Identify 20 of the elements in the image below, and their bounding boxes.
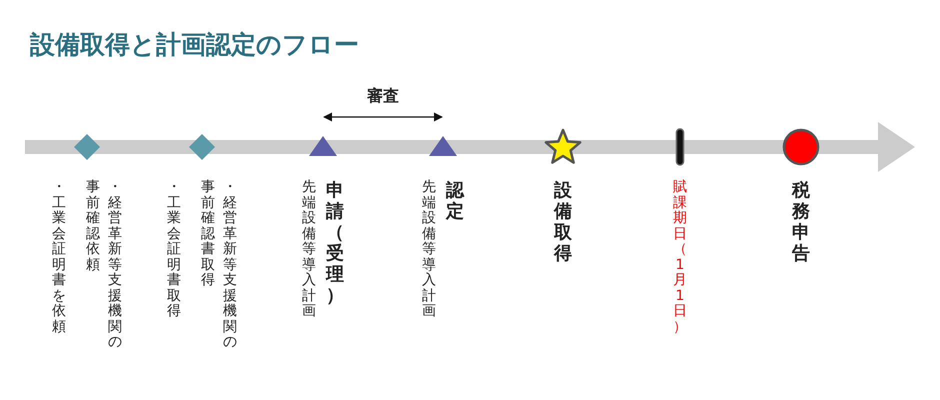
step-note: 先端設備等導入計画 (301, 180, 317, 320)
triangle-marker (309, 136, 337, 156)
step-note: 賦課期日（1月1日） (672, 180, 688, 335)
bullet-item: ・経営革新等支援機関の事前確認依頼 (85, 180, 123, 350)
bullet-item: ・工業会証明書取得 (166, 180, 182, 320)
circle-marker (782, 128, 820, 166)
double-arrow (323, 112, 443, 122)
step-label: 税務申告 (791, 180, 811, 264)
diamond-marker (74, 134, 100, 160)
step-label: 設備取得 (553, 180, 573, 264)
triangle-marker (429, 136, 457, 156)
tick-mark (676, 128, 684, 166)
diamond-marker (189, 134, 215, 160)
step-label: 認定 (445, 180, 465, 222)
step-label: 申請（受理） (325, 180, 345, 306)
title: 設備取得と計画認定のフロー (30, 29, 359, 61)
bullet-item: ・工業会証明書を依頼 (51, 180, 67, 335)
star-icon (544, 128, 582, 164)
step-note: 先端設備等導入計画 (421, 180, 437, 320)
bullet-item: ・経営革新等支援機関の事前確認書取得 (200, 180, 238, 350)
